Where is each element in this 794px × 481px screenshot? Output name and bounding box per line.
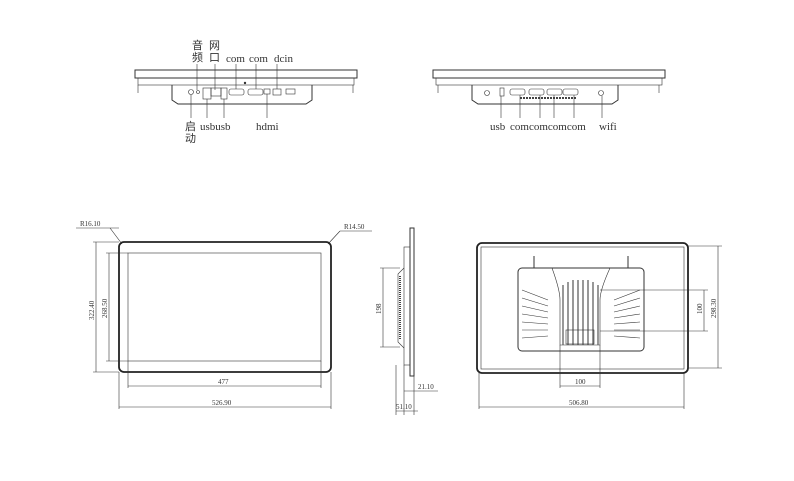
dim-width-inner: 477	[218, 378, 229, 386]
label-power: 动	[185, 132, 196, 145]
dim-radius-right: R14.50	[344, 223, 365, 231]
com-port-icon	[546, 88, 563, 96]
wifi-antenna-icon	[598, 90, 604, 96]
label-lan: 网	[209, 40, 220, 52]
hdmi-port-icon	[263, 88, 271, 95]
usb-port-icon	[202, 87, 212, 100]
dim-vesa-vertical: 100	[696, 303, 704, 314]
com-port-icon	[247, 88, 264, 96]
dcin-port-icon	[272, 88, 282, 96]
lan-port-icon	[210, 87, 222, 97]
label-com: com	[249, 53, 268, 65]
back-view: 100 298.30 100 506.80	[476, 242, 722, 409]
front-view: R16.10 R14.50 322.40 268.50 477 526.90	[76, 220, 372, 409]
usb-port-icon	[499, 87, 505, 97]
label-com: comcomcomcom	[510, 121, 586, 133]
dim-depth-total: 51.10	[396, 403, 412, 411]
com-port-icon	[528, 88, 545, 96]
dim-vesa-horizontal: 100	[575, 378, 586, 386]
dim-width-outer: 526.90	[212, 399, 232, 407]
label-com: com	[226, 53, 245, 65]
audio-jack-icon	[196, 90, 200, 94]
label-power: 启	[185, 120, 196, 133]
side-view: 198 21.10 51.10	[375, 227, 438, 415]
power-button-icon	[188, 89, 194, 95]
dim-back-height: 298.30	[710, 298, 718, 318]
label-dcin: dcin	[274, 53, 293, 65]
dim-height-outer: 322.40	[88, 300, 96, 320]
dim-height-inner: 268.50	[101, 298, 109, 318]
com-port-icon	[562, 88, 579, 96]
com-port-icon	[509, 88, 526, 96]
dim-side-height: 198	[375, 303, 383, 314]
dim-back-width: 506.80	[569, 399, 589, 407]
dim-radius-left: R16.10	[80, 220, 101, 228]
top-view-right: usb comcomcomcom wifi	[432, 69, 666, 133]
com-port-icon	[228, 88, 245, 96]
label-usb: usbusb	[200, 121, 231, 133]
label-audio: 音	[192, 38, 203, 52]
top-view-left: 音 频 网 口 com com dcin 启 动 usbusb hdmi	[134, 38, 358, 145]
label-usb: usb	[490, 121, 506, 133]
label-audio: 频	[192, 50, 203, 64]
dim-depth-front: 21.10	[418, 383, 434, 391]
label-lan: 口	[209, 52, 220, 64]
label-wifi: wifi	[599, 121, 617, 133]
label-hdmi: hdmi	[256, 121, 279, 133]
usb-port-icon	[220, 87, 228, 100]
